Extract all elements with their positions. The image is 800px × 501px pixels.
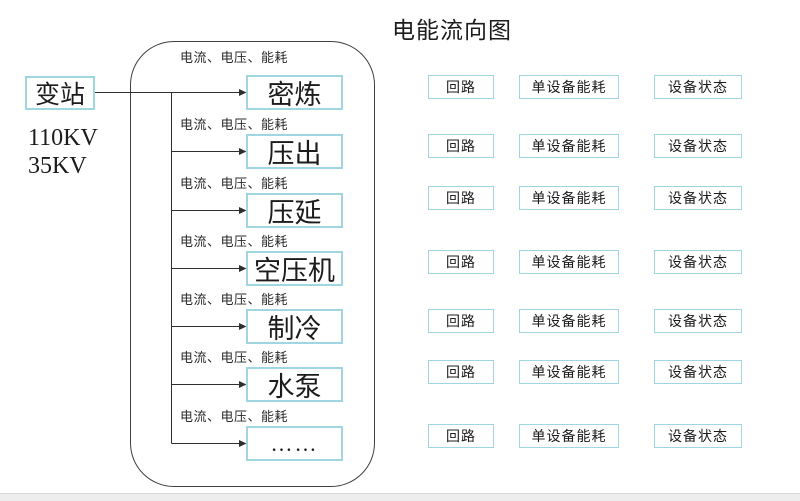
device-energy-box: 单设备能耗 [519,250,619,274]
substation-box: 变站 [25,76,95,110]
circuit-box: 回路 [428,75,494,99]
process-box-extrusion: 压出 [246,134,343,169]
circuit-box: 回路 [428,424,494,448]
flow-metrics-label: 电流、电压、能耗 [180,176,289,191]
device-energy-box: 单设备能耗 [519,309,619,333]
flow-metrics-label: 电流、电压、能耗 [180,292,289,307]
device-status-box: 设备状态 [654,424,742,448]
voltage-label-110kv: 110KV [28,125,98,151]
circuit-box: 回路 [428,360,494,384]
device-energy-box: 单设备能耗 [519,134,619,158]
flow-metrics-label: 电流、电压、能耗 [180,409,289,424]
device-status-box: 设备状态 [654,309,742,333]
process-box-water-pump: 水泵 [246,367,343,402]
voltage-label-35kv: 35KV [28,153,87,179]
device-status-box: 设备状态 [654,250,742,274]
device-energy-box: 单设备能耗 [519,186,619,210]
device-status-box: 设备状态 [654,360,742,384]
circuit-box: 回路 [428,134,494,158]
device-energy-box: 单设备能耗 [519,75,619,99]
circuit-box: 回路 [428,186,494,210]
flow-metrics-label: 电流、电压、能耗 [180,117,289,132]
device-energy-box: 单设备能耗 [519,360,619,384]
circuit-box: 回路 [428,309,494,333]
workshop-enclosure [130,41,375,487]
flow-metrics-label: 电流、电压、能耗 [180,350,289,365]
bottom-scrollbar-track[interactable] [0,493,800,501]
process-box-refrigeration: 制冷 [246,309,343,344]
flow-metrics-label: 电流、电压、能耗 [180,234,289,249]
process-box-mixing: 密炼 [246,75,343,110]
process-box-ellipsis: …… [246,426,343,461]
flow-metrics-label: 电流、电压、能耗 [180,50,289,65]
device-status-box: 设备状态 [654,75,742,99]
device-energy-box: 单设备能耗 [519,424,619,448]
device-status-box: 设备状态 [654,134,742,158]
device-status-box: 设备状态 [654,186,742,210]
process-box-air-compressor: 空压机 [246,251,343,286]
diagram-title: 电能流向图 [392,18,512,43]
circuit-box: 回路 [428,250,494,274]
process-box-calendering: 压延 [246,193,343,228]
